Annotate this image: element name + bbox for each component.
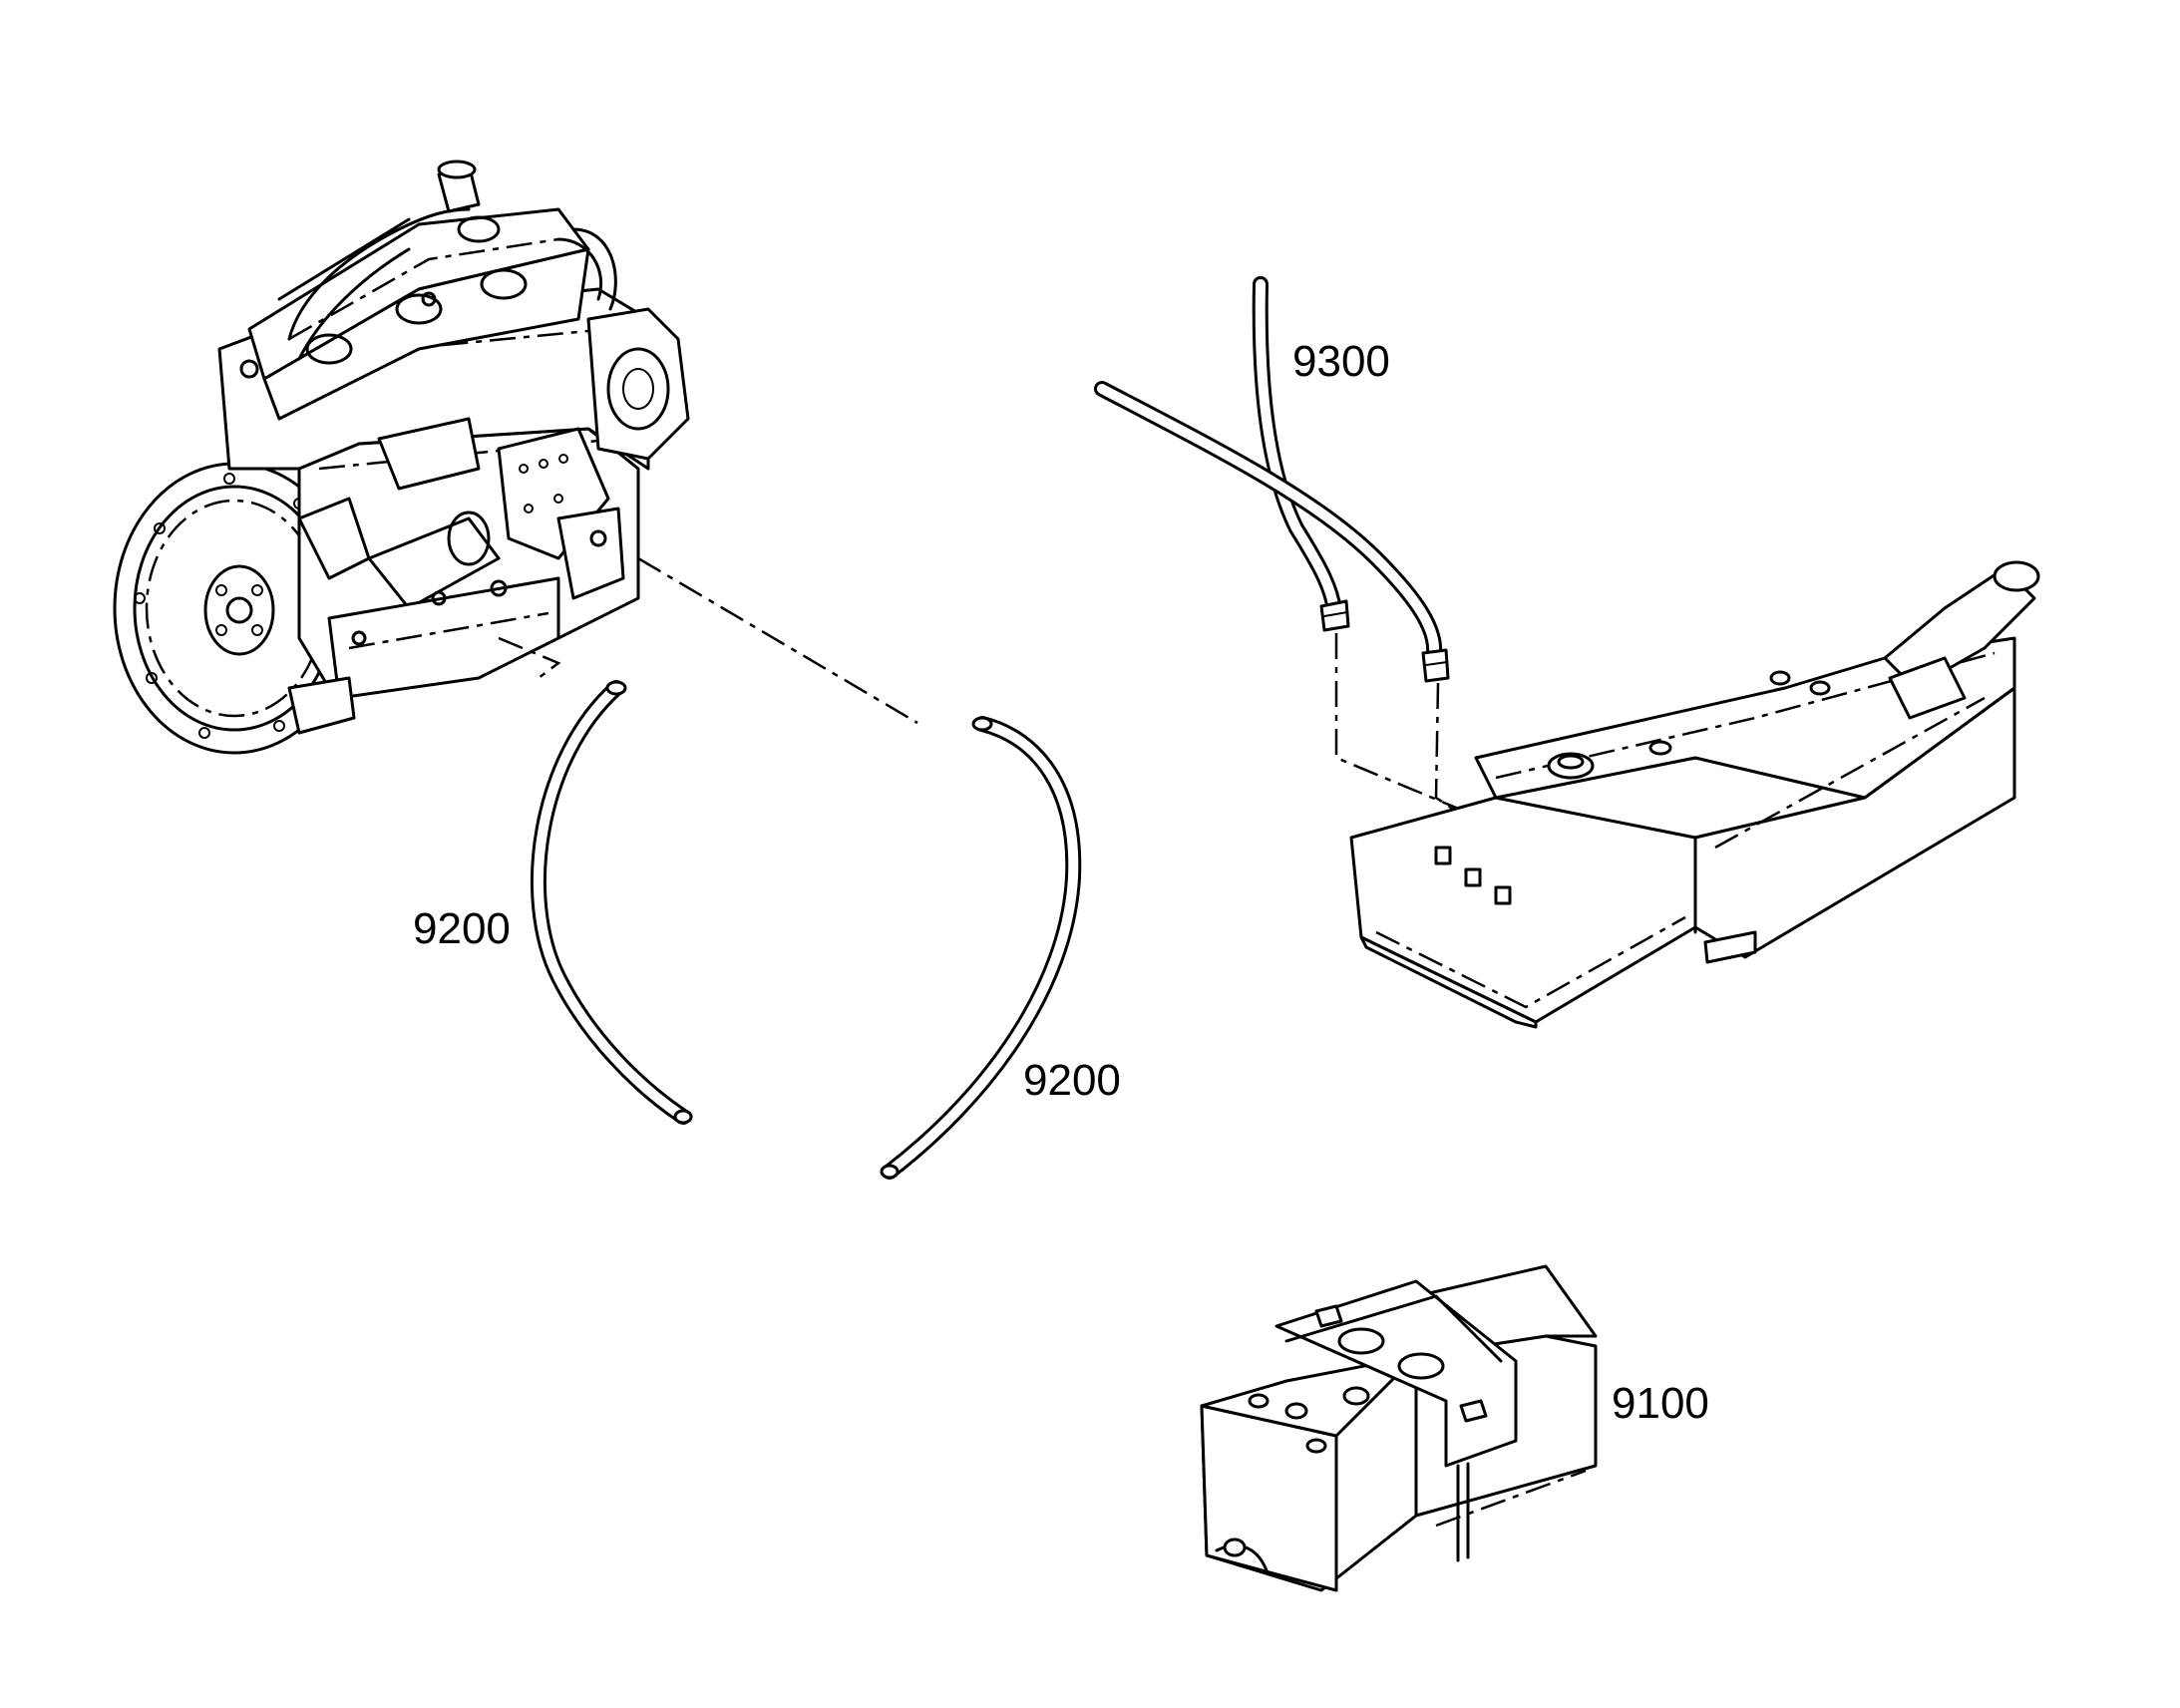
- fuel-tank[interactable]: [1349, 560, 2040, 1029]
- hose-left[interactable]: [530, 680, 693, 1125]
- leader-engine-to-hose-left: [498, 636, 561, 679]
- callout-9100: 9100: [1612, 1379, 1709, 1428]
- hose-right[interactable]: [880, 716, 1082, 1180]
- leader-engine-to-hose-right: [637, 556, 918, 725]
- engine-assembly[interactable]: [113, 160, 690, 755]
- callout-9200-right: 9200: [1023, 1056, 1121, 1105]
- callout-9300: 9300: [1292, 337, 1390, 386]
- fuel-lines[interactable]: [1094, 276, 1450, 683]
- callout-9200-left: 9200: [413, 904, 511, 953]
- battery[interactable]: [1200, 1264, 1598, 1592]
